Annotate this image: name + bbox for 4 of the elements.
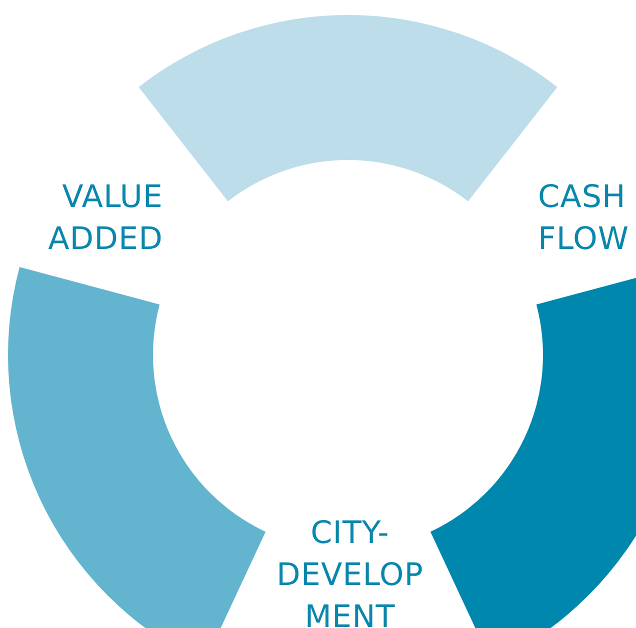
ring-segment: [8, 267, 266, 628]
segment-label: VALUE ADDED: [47, 178, 163, 259]
segment-label: CITY- DEVELOP MENT: [275, 514, 424, 628]
segment-label: CASH FLOW: [538, 178, 630, 259]
